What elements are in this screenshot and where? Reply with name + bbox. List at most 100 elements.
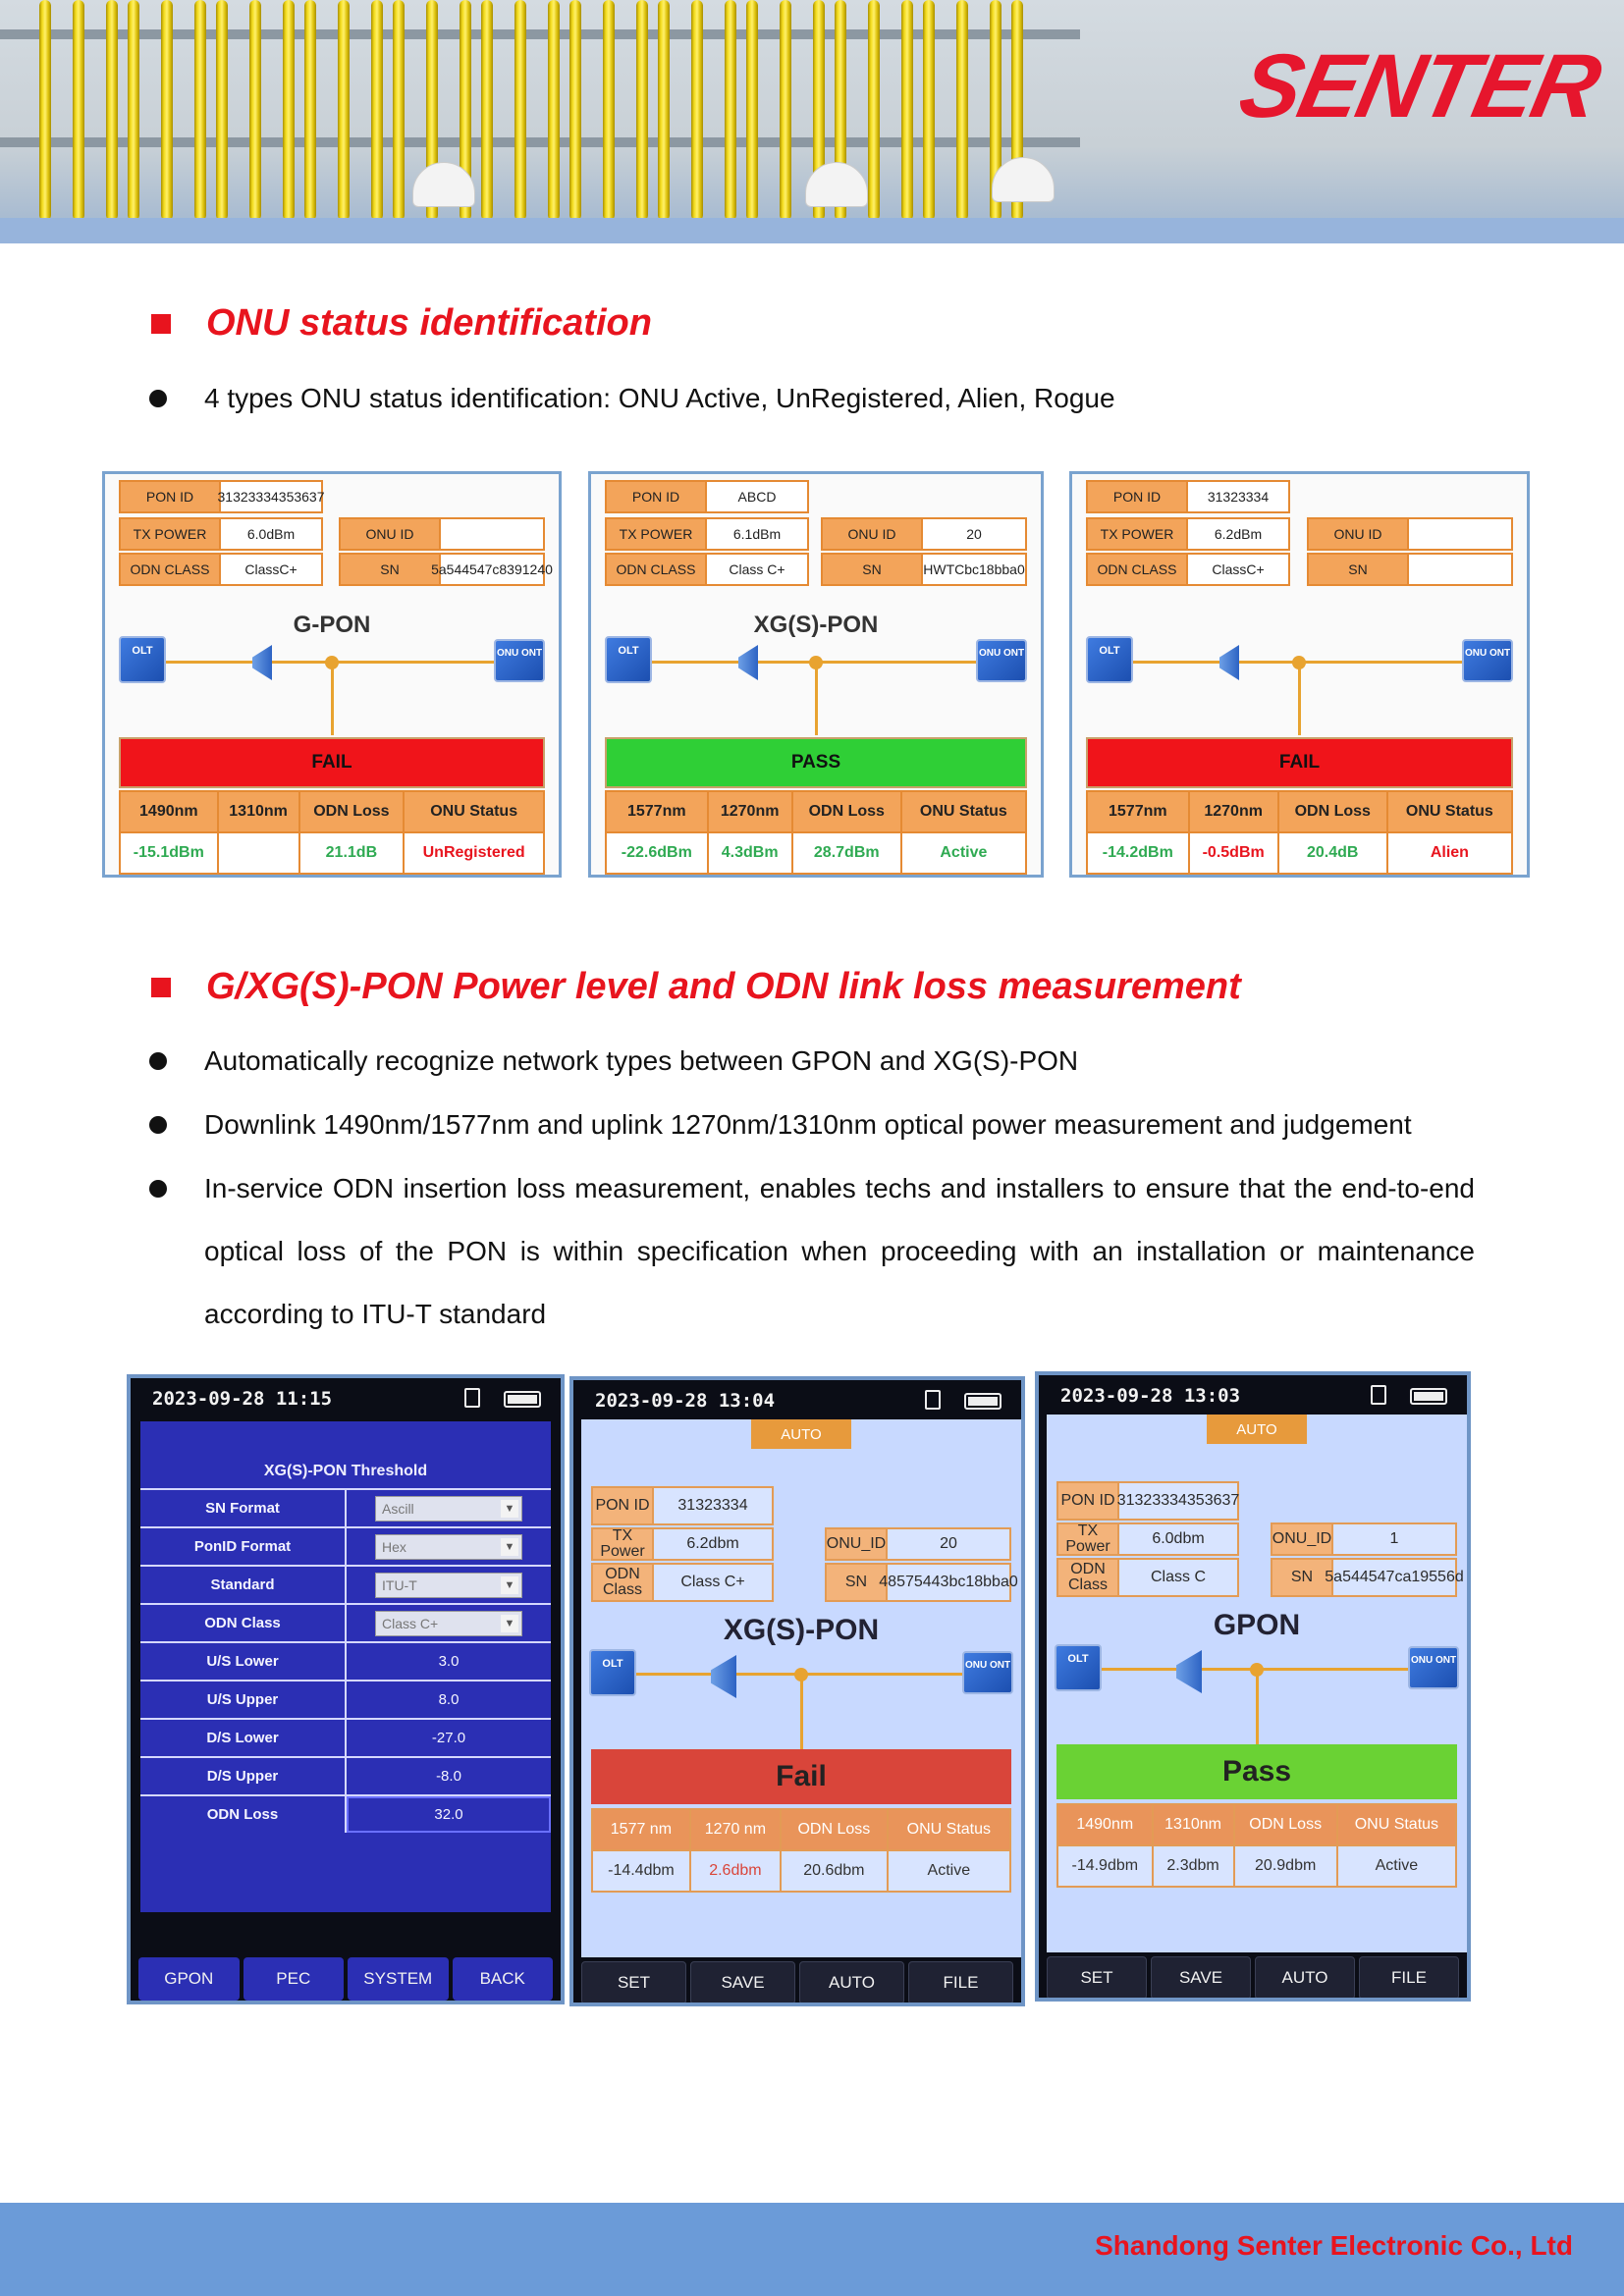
- fiber-cable: [691, 0, 703, 221]
- softkey-button[interactable]: SYSTEM: [348, 1957, 449, 2001]
- tx-power-label: TX POWER: [605, 517, 707, 551]
- bullet-item: Automatically recognize network types be…: [149, 1030, 1475, 1093]
- onu-id-value: 1: [1333, 1522, 1457, 1556]
- threshold-value[interactable]: 8.0: [438, 1691, 460, 1708]
- softkey-button[interactable]: SAVE: [1151, 1956, 1251, 1998]
- fiber-cable: [923, 0, 935, 221]
- threshold-label: D/S Upper: [140, 1758, 347, 1794]
- status-bar: 2023-09-28 11:15: [131, 1378, 561, 1421]
- battery-icon: [1410, 1388, 1447, 1405]
- section-marker-icon: [151, 978, 171, 997]
- softkey-button[interactable]: PEC: [243, 1957, 344, 2001]
- olt-icon: OLT: [605, 636, 652, 683]
- threshold-row[interactable]: D/S Upper -8.0: [140, 1756, 551, 1794]
- softkey-button[interactable]: BACK: [452, 1957, 553, 2001]
- fiber-cable: [249, 0, 261, 221]
- datetime: 2023-09-28 13:03: [1060, 1385, 1241, 1407]
- rack-shelf: [0, 137, 1080, 147]
- onu-id-label: ONU ID: [1307, 517, 1409, 551]
- fiber-cable: [481, 0, 493, 221]
- tx-power-value: 6.1dBm: [707, 517, 809, 551]
- network-type-title: XG(S)-PON: [723, 1614, 880, 1646]
- sn-label: SN: [825, 1563, 888, 1602]
- threshold-label: ODN Loss: [140, 1796, 347, 1833]
- status-bar: 2023-09-28 13:04: [573, 1380, 1021, 1423]
- fiber-cable: [304, 0, 316, 221]
- result-header: ONU Status: [899, 790, 1028, 833]
- result-header: 1577 nm: [591, 1808, 691, 1851]
- result-value: UnRegistered: [403, 831, 545, 875]
- onu-id-field: ONU ID: [339, 517, 545, 551]
- splitter-icon: [1219, 645, 1239, 680]
- threshold-select[interactable]: Class C+: [375, 1610, 522, 1636]
- threshold-value[interactable]: 3.0: [438, 1653, 460, 1670]
- fiber-cable: [901, 0, 913, 221]
- threshold-row[interactable]: D/S Lower-27.0: [140, 1718, 551, 1756]
- verdict-banner: PASS: [605, 737, 1027, 788]
- result-value: -15.1dBm: [119, 831, 219, 875]
- result-header: 1310nm: [216, 790, 300, 833]
- fiber-drop-line: [800, 1679, 803, 1749]
- result-value: 20.6dbm: [779, 1849, 889, 1893]
- result-value: -0.5dBm: [1187, 831, 1279, 875]
- fiber-drop-line: [1256, 1674, 1259, 1744]
- threshold-value[interactable]: -27.0: [431, 1730, 466, 1746]
- sn-label: SN: [821, 553, 923, 586]
- onu-id-label: ONU_ID: [1271, 1522, 1333, 1556]
- result-value: Active: [886, 1849, 1012, 1893]
- result-header: 1310nm: [1151, 1803, 1235, 1846]
- network-type-title: G-PON: [293, 612, 371, 638]
- softkey-button[interactable]: FILE: [908, 1961, 1013, 2002]
- result-header: 1490nm: [119, 790, 219, 833]
- threshold-select[interactable]: Hex: [375, 1533, 522, 1560]
- threshold-select[interactable]: ITU-T: [375, 1572, 522, 1598]
- softkey-button[interactable]: SAVE: [690, 1961, 795, 2002]
- sn-value: [1409, 553, 1513, 586]
- result-value: 2.6dbm: [688, 1849, 782, 1893]
- result-value: -22.6dBm: [605, 831, 709, 875]
- softkey-button[interactable]: AUTO: [1255, 1956, 1355, 1998]
- threshold-select[interactable]: Ascill: [375, 1495, 522, 1522]
- softkey-button[interactable]: AUTO: [799, 1961, 904, 2002]
- threshold-title: XG(S)-PON Threshold: [263, 1463, 428, 1479]
- network-type-title: XG(S)-PON: [753, 612, 879, 638]
- threshold-row[interactable]: ODN Class Class C+: [140, 1603, 551, 1641]
- threshold-value[interactable]: -8.0: [436, 1768, 461, 1785]
- result-header: ODN Loss: [1232, 1803, 1338, 1846]
- fiber-cable: [780, 0, 791, 221]
- result-header: 1270nm: [706, 790, 793, 833]
- tx-power-label: TX Power: [1056, 1522, 1119, 1556]
- auto-mode-tag: AUTO: [1207, 1415, 1307, 1444]
- softkey-button[interactable]: SET: [581, 1961, 686, 2002]
- threshold-label: ODN Class: [140, 1605, 347, 1641]
- softkey-button[interactable]: FILE: [1359, 1956, 1459, 1998]
- bullet-item: Downlink 1490nm/1577nm and uplink 1270nm…: [149, 1094, 1475, 1156]
- fiber-cable: [283, 0, 295, 221]
- result-value: Active: [1335, 1844, 1458, 1888]
- result-header: ODN Loss: [298, 790, 406, 833]
- fiber-cable: [956, 0, 968, 221]
- result-header: ODN Loss: [779, 1808, 889, 1851]
- sn-field: SN: [1307, 553, 1513, 586]
- softkey-button[interactable]: GPON: [138, 1957, 240, 2001]
- softkey-button[interactable]: SET: [1047, 1956, 1147, 1998]
- onu-id-value: 20: [923, 517, 1027, 551]
- bullet-icon: [149, 1116, 167, 1134]
- threshold-value[interactable]: 32.0: [347, 1796, 551, 1833]
